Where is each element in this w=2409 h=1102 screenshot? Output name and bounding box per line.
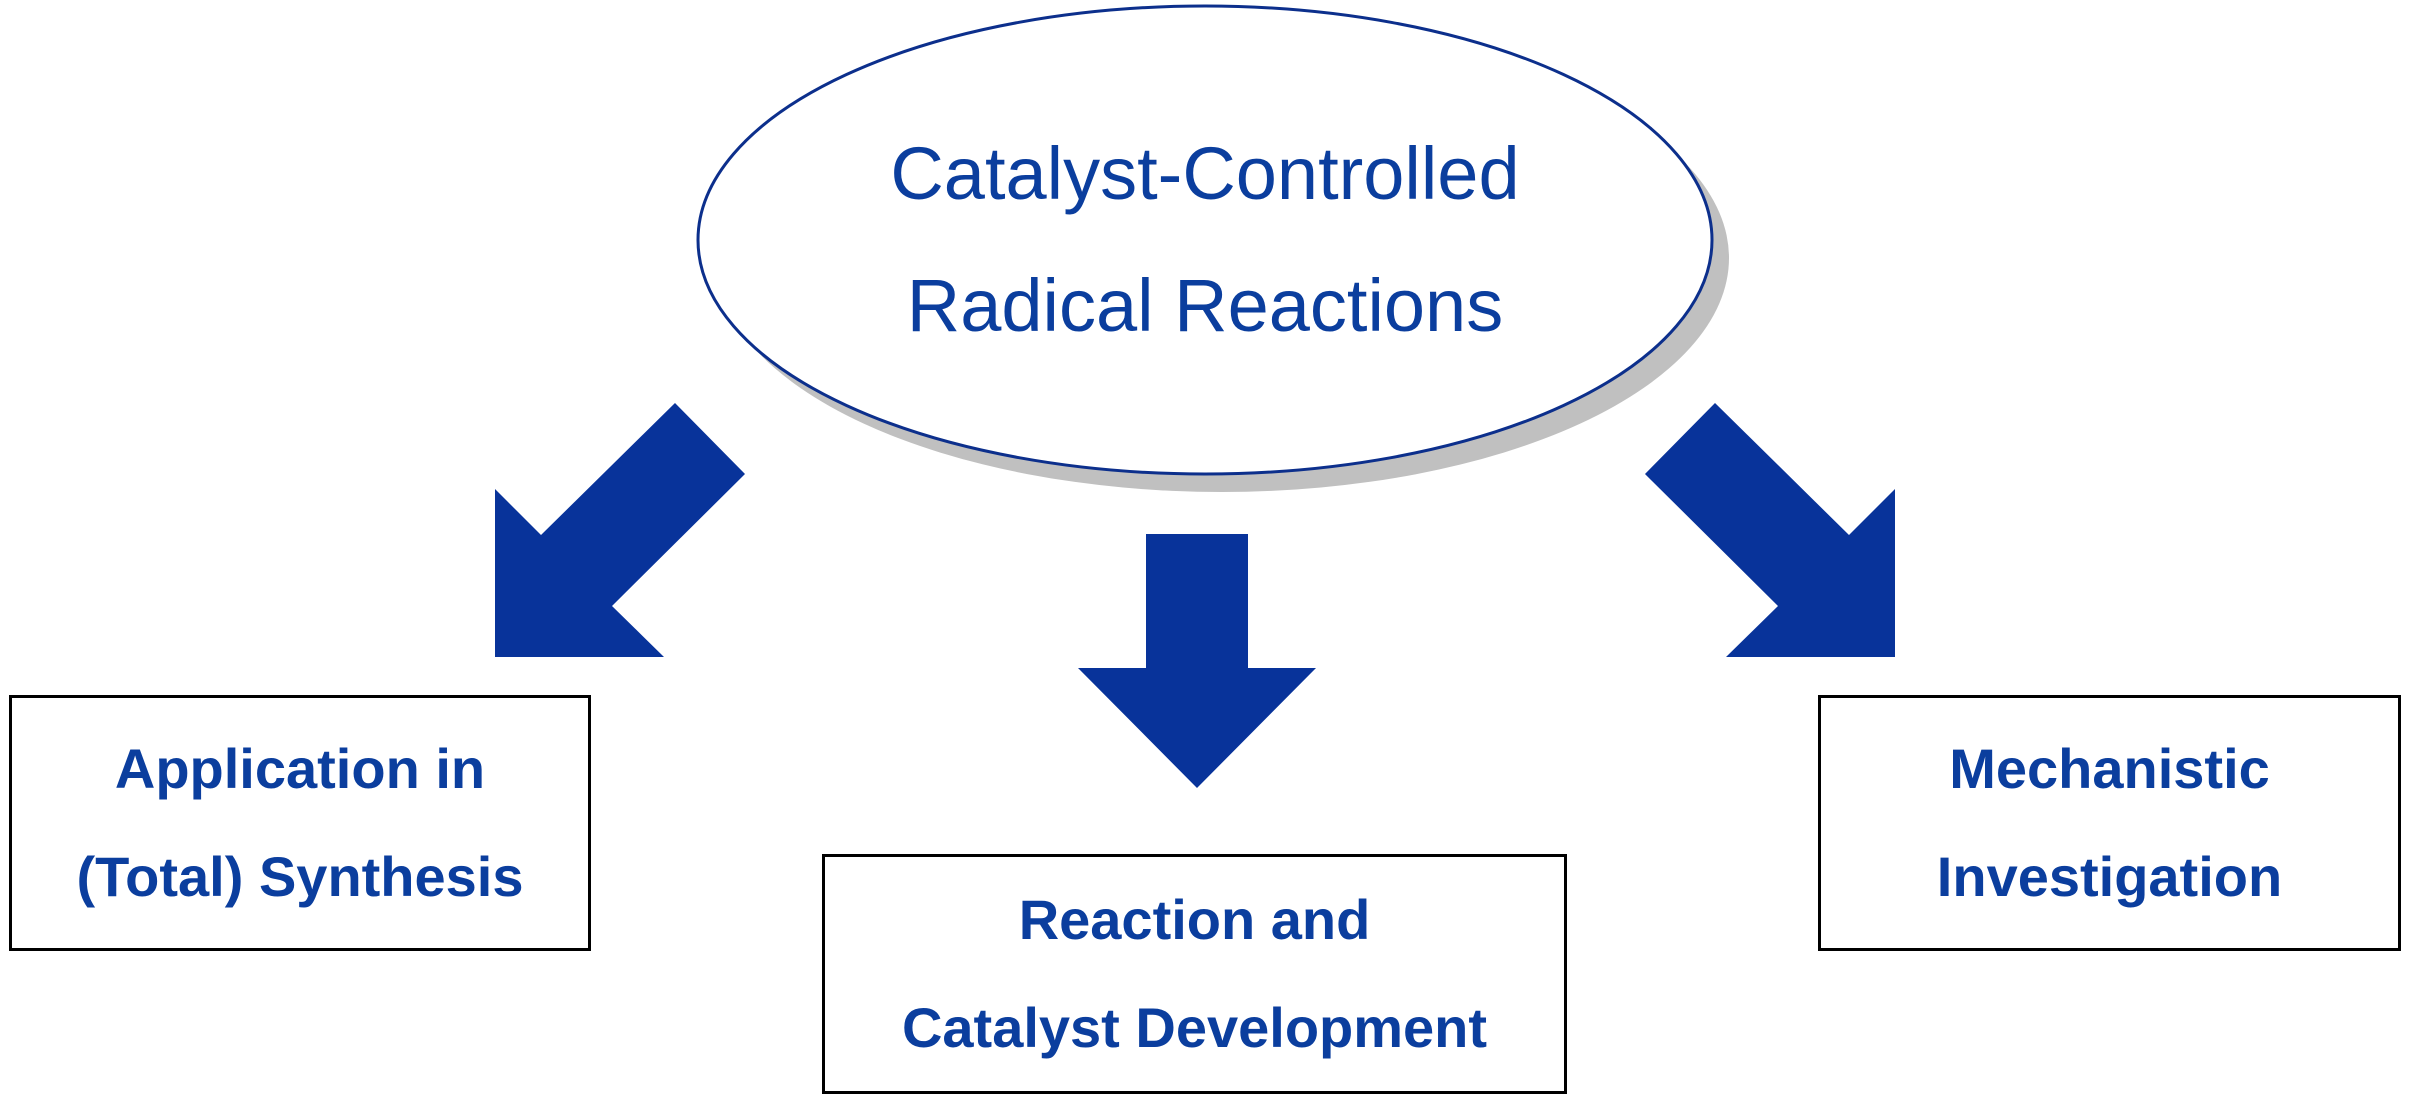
- box-development-line-2: Catalyst Development: [901, 996, 1488, 1059]
- box-synthesis: Application in (Total) Synthesis: [9, 695, 591, 951]
- box-synthesis-line-2: (Total) Synthesis: [76, 845, 524, 908]
- central-topic: Catalyst-Controlled Radical Reactions: [700, 110, 1710, 370]
- box-development: Reaction and Catalyst Development: [822, 854, 1567, 1094]
- central-topic-line-1: Catalyst-Controlled: [890, 132, 1520, 215]
- arrow-to-mechanistic: [1645, 403, 1895, 657]
- central-topic-line-2: Radical Reactions: [906, 264, 1504, 347]
- box-mechanistic-line-2: Investigation: [1936, 845, 2283, 908]
- box-development-line-1: Reaction and: [1018, 888, 1371, 951]
- box-mechanistic-line-1: Mechanistic: [1949, 737, 2270, 800]
- box-mechanistic: Mechanistic Investigation: [1818, 695, 2401, 951]
- arrow-to-development: [1078, 534, 1316, 788]
- box-synthesis-line-1: Application in: [114, 737, 486, 800]
- arrow-to-synthesis: [495, 403, 745, 657]
- central-ellipse: [696, 4, 1714, 476]
